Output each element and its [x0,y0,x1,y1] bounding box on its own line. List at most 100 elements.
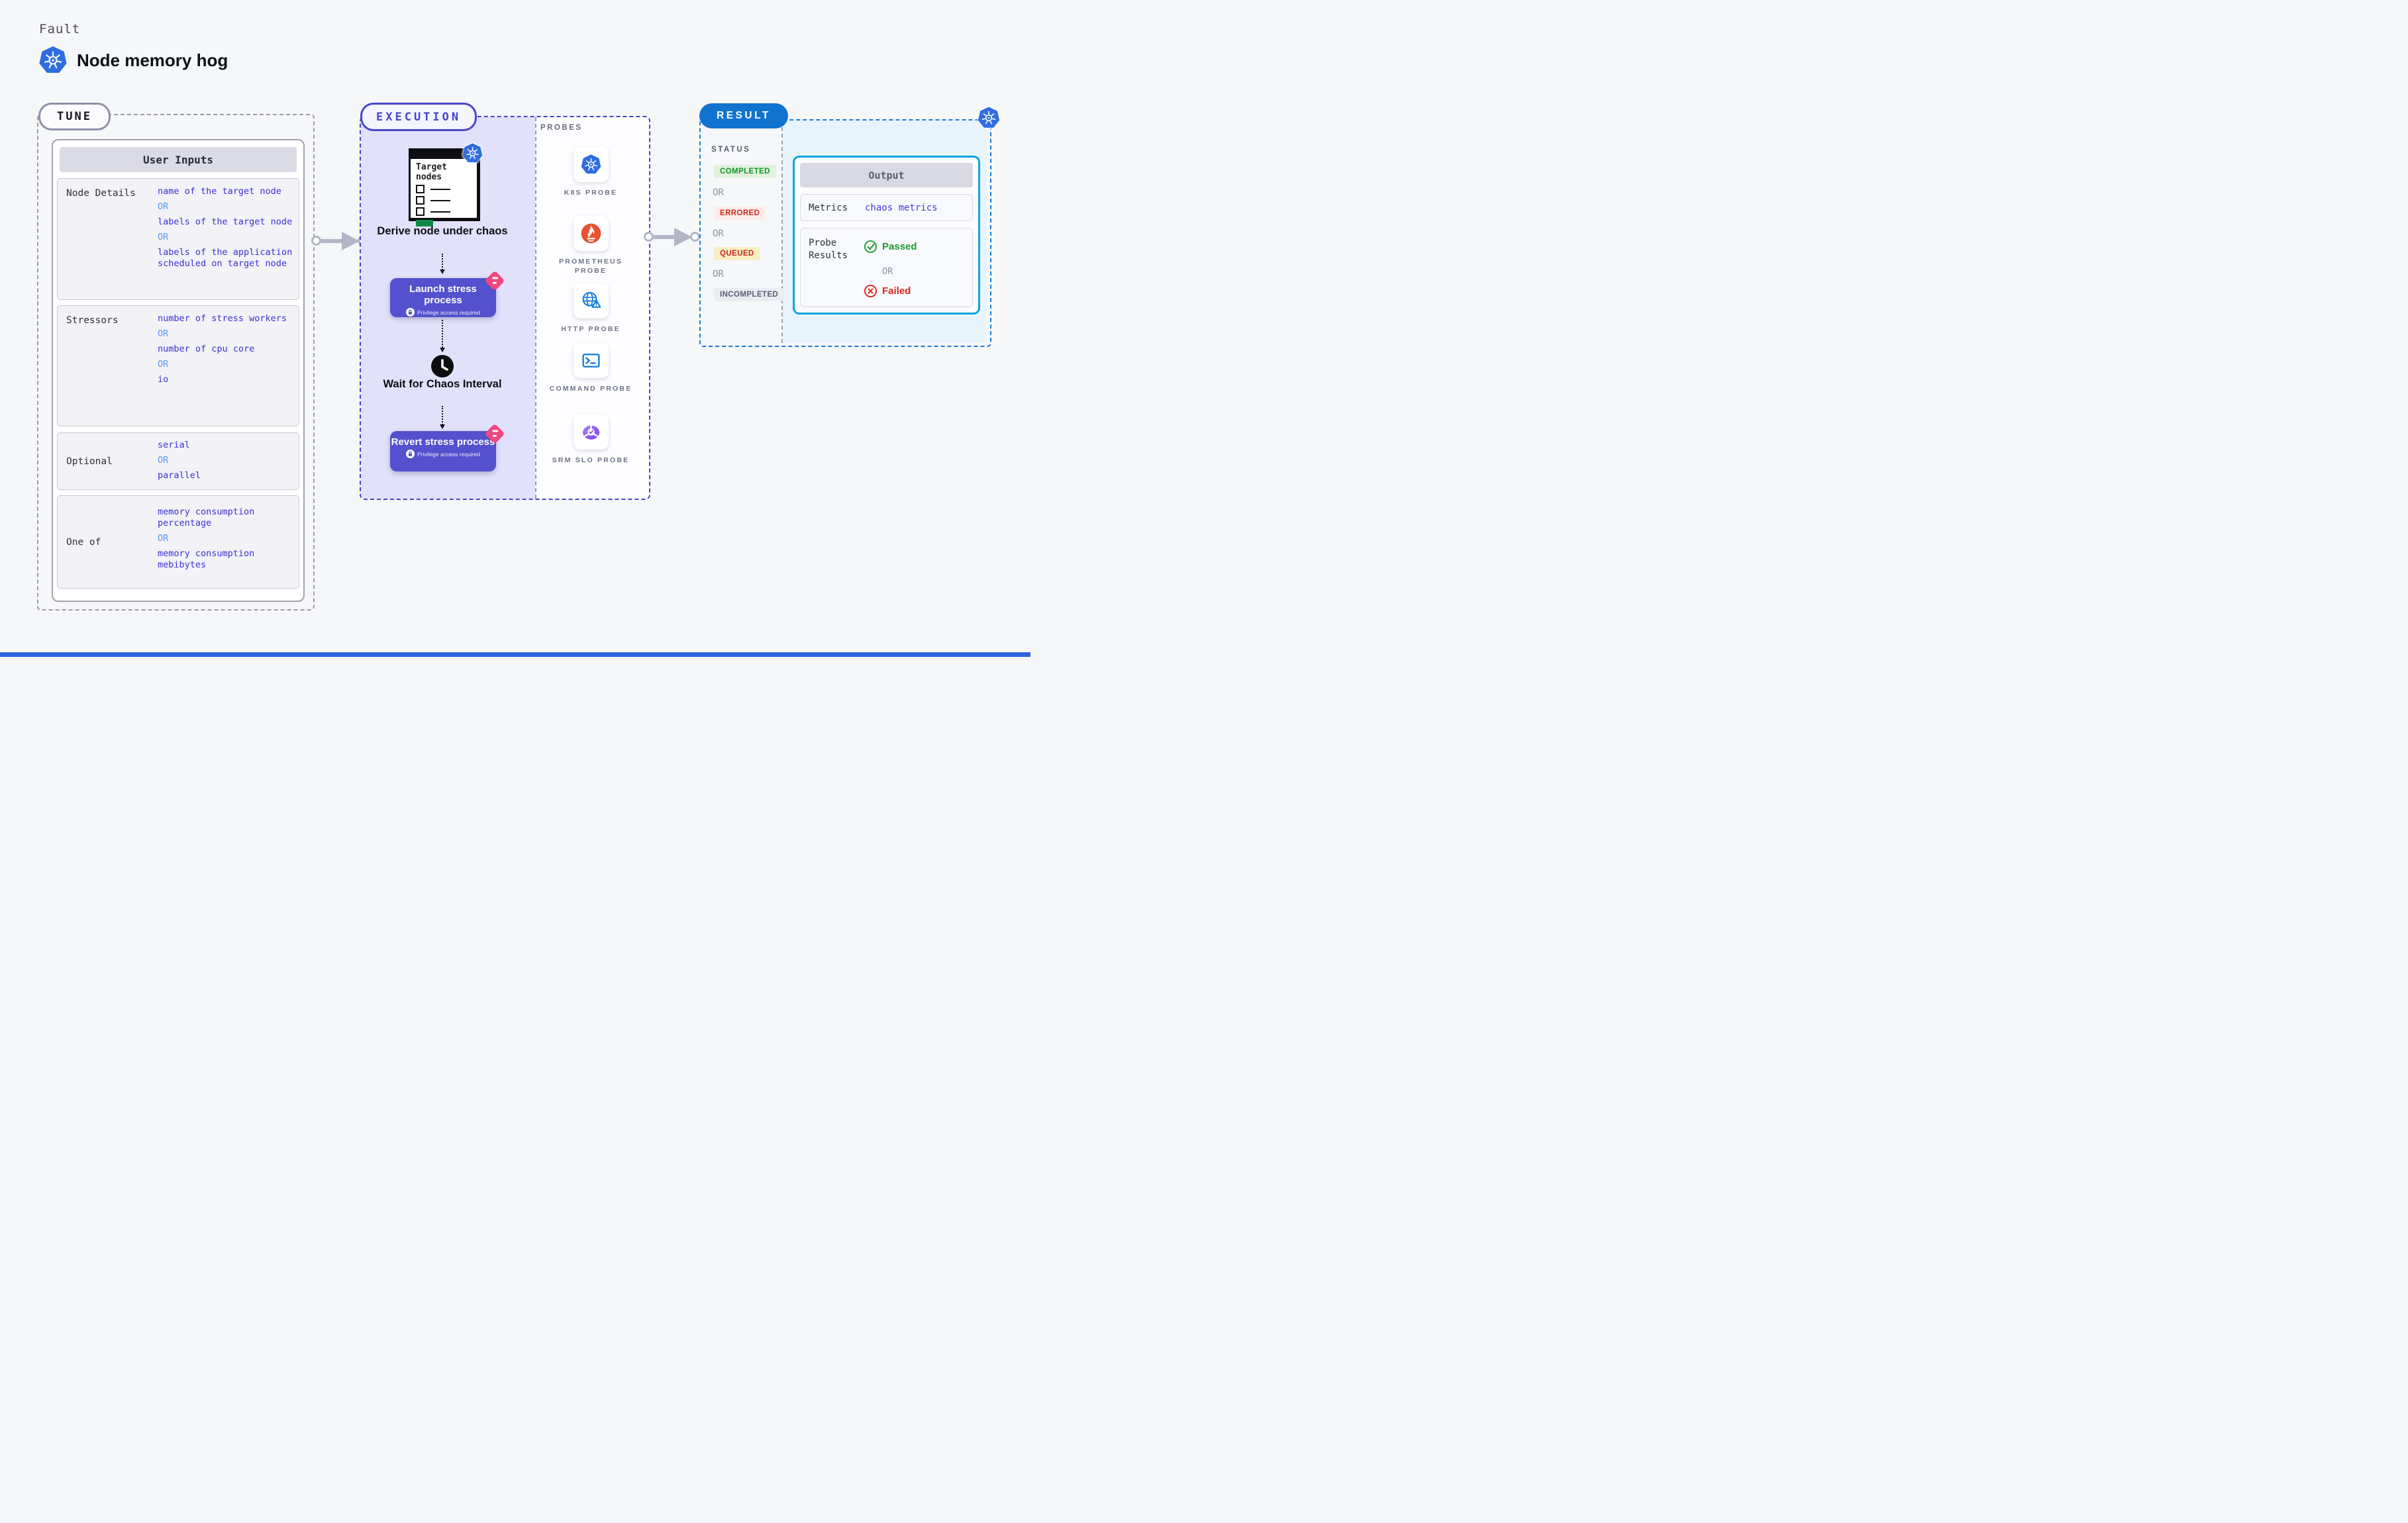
probe-prometheus: PROMETHEUS PROBE [544,216,637,275]
input-value: labels of the application scheduled on t… [158,247,293,269]
input-row-one-of: One of memory consumption percentage OR … [57,495,299,589]
launch-stress-process-button[interactable]: Launch stress process Privilege access r… [390,270,505,317]
terminal-icon [580,350,602,371]
probe-label: K8S PROBE [564,189,618,197]
input-value: parallel [158,470,201,481]
input-row-label: One of [66,536,101,548]
metrics-label: Metrics [809,202,848,213]
privilege-note: Privilege access required [417,309,480,316]
probe-label: SRM SLO PROBE [552,456,630,464]
revert-stress-process-button[interactable]: Revert stress process Privilege access r… [390,423,505,471]
passed-verdict: Passed [864,240,917,254]
input-row-label: Optional [66,456,113,467]
green-button-placeholder [416,220,433,226]
flow-connector [440,320,445,352]
globe-warning-icon [580,290,602,312]
execution-badge: EXECUTION [360,103,477,131]
tune-section [37,114,315,611]
input-value: memory consumption mebibytes [158,548,255,570]
prometheus-icon [580,222,602,244]
probe-card [573,283,609,319]
kubernetes-icon [38,45,68,75]
or-separator: OR [158,232,169,242]
status-badge-queued: QUEUED [714,247,760,260]
probe-label: COMMAND PROBE [549,385,632,393]
node-checkbox-row [416,185,477,193]
probe-results-row: Probe Results Passed OR Failed [800,228,973,307]
probe-results-label: Probe Results [809,238,848,261]
flow-connector [440,406,445,429]
output-table: Output Metrics chaos metrics Probe Resul… [793,156,980,315]
passed-label: Passed [882,241,917,252]
input-value: number of cpu core [158,344,255,354]
result-badge: RESULT [699,103,788,128]
user-inputs-header: User Inputs [60,147,297,172]
result-divider [781,121,783,343]
input-value: name of the target node [158,186,281,197]
or-separator: OR [713,187,724,198]
line-placeholder [430,188,450,190]
metrics-row: Metrics chaos metrics [800,194,973,221]
bottom-accent-bar [0,652,1030,657]
target-nodes-title: Target nodes [416,162,447,182]
input-row-label: Stressors [66,315,119,326]
input-value: io [158,374,169,385]
probe-card [573,147,609,182]
input-row-optional: Optional serial OR parallel [57,432,299,490]
step-button-title: Revert stress process [391,436,495,448]
or-separator: OR [158,359,169,369]
input-row-node-details: Node Details name of the target node OR … [57,178,299,300]
check-circle-icon [864,240,878,254]
probe-http: HTTP PROBE [544,283,637,334]
node-checkbox-row [416,196,477,205]
probe-card [573,216,609,251]
user-inputs-table: User Inputs Node Details name of the tar… [52,139,305,602]
or-separator: OR [882,266,893,277]
derive-node-label: Derive node under chaos [377,225,508,237]
kubernetes-icon [977,106,1001,130]
input-value: labels of the target node [158,217,293,227]
window-titlebar [411,150,477,159]
line-placeholder [430,199,450,201]
kubernetes-icon [580,154,602,175]
checkbox-icon [416,207,425,216]
or-separator: OR [713,269,724,279]
failed-verdict: Failed [864,284,911,298]
status-badge-incompleted: INCOMPLETED [714,288,785,301]
flow-connector [440,254,445,274]
input-value: number of stress workers [158,313,287,324]
probe-command: COMMAND PROBE [544,343,637,393]
fault-diagram-page: Fault Node memory hog TUNE User Inputs N… [0,0,1030,657]
probes-title: PROBES [540,124,583,132]
probe-label: HTTP PROBE [561,325,621,333]
step-button-title: Launch stress process [409,283,477,306]
status-badge-errored: ERRORED [714,207,766,220]
input-row-label: Node Details [66,188,136,199]
checkbox-icon [416,196,425,205]
or-separator: OR [158,533,169,544]
output-header: Output [800,163,973,187]
execution-to-result-arrow [644,228,701,246]
or-separator: OR [713,228,724,239]
privilege-note: Privilege access required [417,450,480,458]
tune-badge: TUNE [38,103,111,130]
probe-srm-slo: SRM SLO PROBE [544,415,637,465]
status-badge-completed: COMPLETED [714,165,776,178]
probe-label: PROMETHEUS PROBE [558,258,623,275]
input-value: memory consumption percentage [158,507,255,528]
probe-card [573,343,609,378]
fault-kicker: Fault [39,22,81,36]
metrics-value: chaos metrics [865,202,938,213]
or-separator: OR [158,328,169,339]
clock-icon [431,355,454,377]
input-value: serial [158,440,190,450]
slo-donut-icon [580,421,602,443]
probe-card [573,415,609,450]
or-separator: OR [158,455,169,466]
status-title: STATUS [711,146,751,154]
node-checkbox-row [416,207,477,216]
page-title: Node memory hog [77,50,228,70]
wait-interval-label: Wait for Chaos Interval [383,378,502,390]
checkbox-icon [416,185,425,193]
kubernetes-icon [462,142,483,164]
